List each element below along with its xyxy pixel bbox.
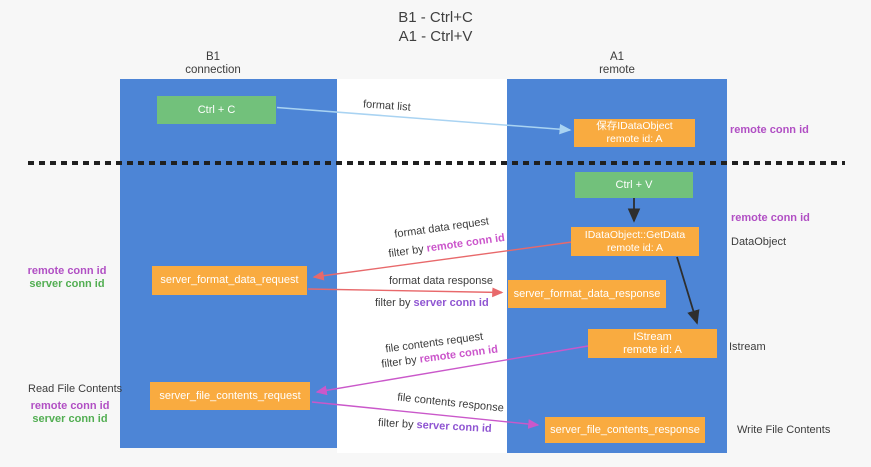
node-save-idataobject-line2: remote id: A: [606, 133, 663, 145]
label-remote-conn-id-left-bottom: remote conn id: [30, 400, 110, 412]
lane-header-a1-title: A1: [609, 51, 625, 63]
inter-lane-canvas: [337, 79, 507, 453]
node-server-file-contents-request: server_file_contents_request: [150, 382, 310, 410]
node-server-file-contents-request-label: server_file_contents_request: [159, 389, 301, 402]
label-write-file-contents: Write File Contents: [737, 424, 831, 436]
node-server-format-data-response: server_format_data_response: [508, 280, 666, 308]
arrow-file-contents-request: [315, 345, 589, 396]
server-conn-id-text: server conn id: [413, 297, 489, 309]
label-remote-conn-id-right-top: remote conn id: [730, 124, 809, 136]
node-server-file-contents-response: server_file_contents_response: [545, 417, 705, 443]
diagram-title-line2: A1 - Ctrl+V: [398, 28, 473, 45]
label-remote-conn-id-right-mid: remote conn id: [731, 212, 810, 224]
node-server-format-data-response-label: server_format_data_response: [513, 287, 661, 300]
arrow-getdata-to-istream: [676, 256, 700, 325]
node-istream-line2: remote id: A: [623, 343, 682, 356]
phase-divider-dashed-line: [28, 161, 845, 165]
node-server-format-data-request-label: server_format_data_request: [160, 274, 299, 286]
arrow-format-list: [276, 106, 572, 135]
diagram-title: B1 - Ctrl+C A1 - Ctrl+V: [0, 8, 871, 46]
filter-by-text: filter by: [375, 297, 414, 309]
node-save-idataobject-line1: 保存IDataObject: [596, 120, 673, 132]
node-server-format-data-request: server_format_data_request: [152, 266, 307, 295]
label-filter-by-server-conn-id-1: filter by server conn id: [375, 297, 489, 309]
node-ctrl-v: Ctrl + V: [575, 172, 693, 198]
diagram-title-line1: B1 - Ctrl+C: [398, 9, 473, 26]
node-idataobject-getdata-line2: remote id: A: [606, 241, 664, 254]
node-ctrl-c: Ctrl + C: [157, 96, 276, 124]
label-group-conn-ids-left-top: remote conn id server conn id: [27, 265, 107, 291]
label-server-conn-id-left-bottom: server conn id: [32, 413, 108, 425]
node-idataobject-getdata-line1: IDataObject::GetData: [584, 228, 686, 241]
arrow-format-data-request: [312, 241, 573, 281]
node-ctrl-v-label: Ctrl + V: [615, 178, 653, 191]
lane-header-b1-connection: B1 connection: [153, 51, 273, 77]
label-read-file-contents: Read File Contents: [28, 383, 123, 395]
lane-header-a1-subtitle: remote: [599, 64, 635, 76]
label-dataobject: DataObject: [731, 236, 787, 248]
label-istream: Istream: [729, 341, 766, 353]
label-group-conn-ids-left-bottom: remote conn id server conn id: [30, 400, 110, 426]
lane-header-b1-title: B1: [205, 51, 221, 63]
label-server-conn-id-left-top: server conn id: [29, 278, 105, 290]
label-remote-conn-id-left-top: remote conn id: [27, 265, 107, 277]
lane-header-b1-subtitle: connection: [185, 64, 241, 76]
arrow-file-contents-response: [311, 401, 540, 429]
node-save-idataobject: 保存IDataObject remote id: A: [574, 119, 695, 147]
filter-by-text: filter by: [377, 417, 417, 432]
arrow-format-data-response: [307, 287, 504, 298]
node-istream-line1: IStream: [633, 330, 672, 343]
node-istream: IStream remote id: A: [588, 329, 717, 358]
lane-header-a1-remote: A1 remote: [557, 51, 677, 77]
label-format-data-response: format data response: [389, 275, 493, 287]
node-idataobject-getdata: IDataObject::GetData remote id: A: [571, 227, 699, 256]
node-ctrl-c-label: Ctrl + C: [197, 103, 236, 116]
node-server-file-contents-response-label: server_file_contents_response: [550, 423, 700, 436]
